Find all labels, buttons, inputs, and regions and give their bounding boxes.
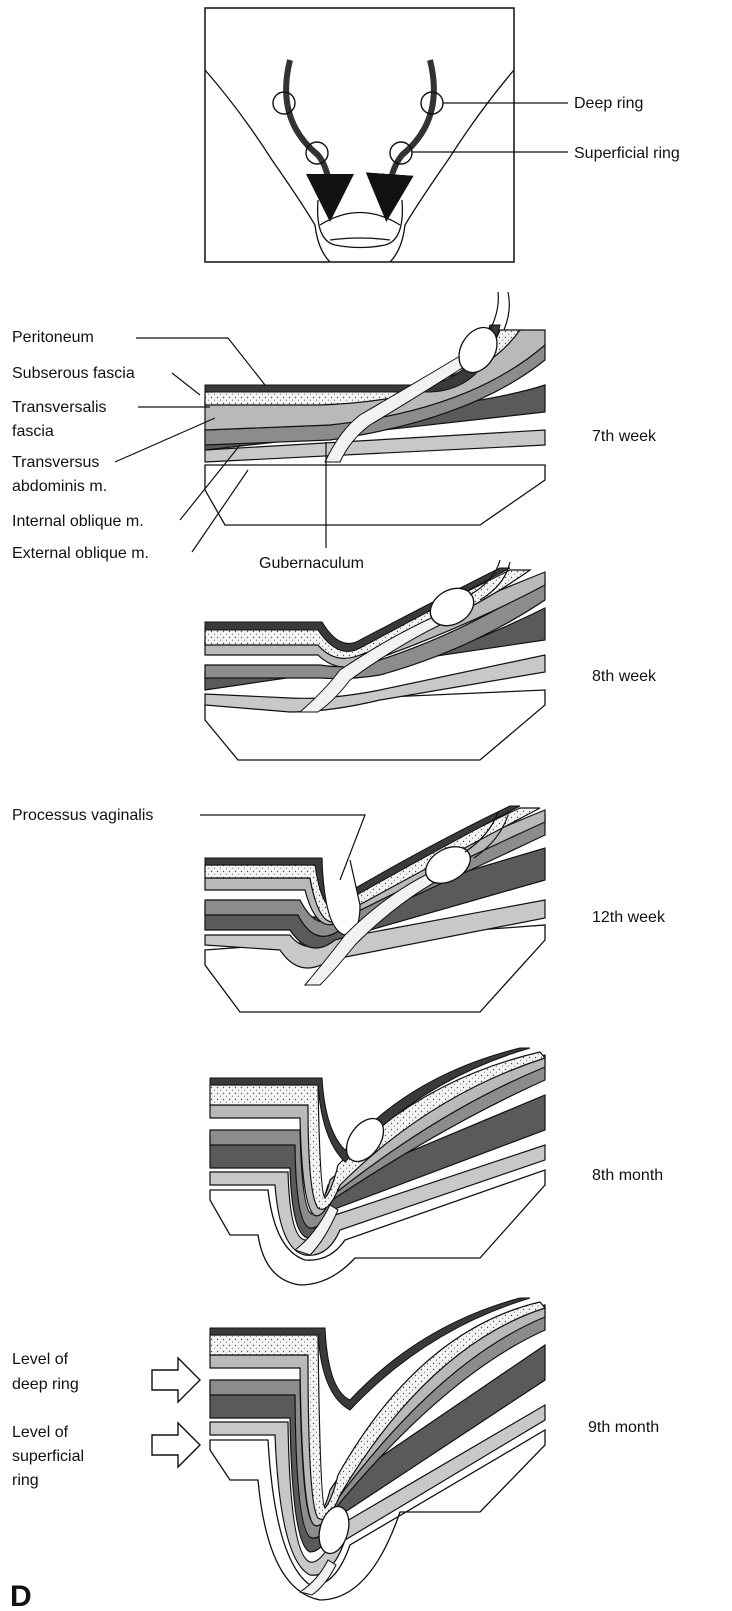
peritoneum-label: Peritoneum: [12, 329, 94, 346]
ring-level-markers: Level of deep ring Level of superficial …: [12, 1351, 200, 1489]
tissue-base-block: [205, 465, 545, 525]
stage-12th-week-diagram: [205, 806, 545, 1012]
processus-vaginalis-label: Processus vaginalis: [12, 807, 153, 824]
stage-label-8th-month: 8th month: [592, 1167, 663, 1184]
stage-label-8th-week: 8th week: [592, 668, 657, 685]
stage-9th-month-diagram: [210, 1298, 545, 1600]
transversalis-label-2: fascia: [12, 423, 54, 440]
deep-ring-level-label-1: Level of: [12, 1351, 69, 1368]
external-oblique-label: External oblique m.: [12, 545, 149, 562]
panel-letter: D: [10, 1580, 32, 1611]
transversus-leader: [115, 418, 215, 462]
superficial-ring-level-label-3: ring: [12, 1472, 39, 1489]
stage-7th-week-diagram: [205, 292, 545, 525]
overview-panel: Deep ring Superficial ring: [205, 8, 680, 262]
superficial-ring-label: Superficial ring: [574, 145, 680, 162]
stage-8th-month-diagram: [210, 1048, 545, 1285]
stage-label-12th-week: 12th week: [592, 909, 666, 926]
superficial-ring-level-label-1: Level of: [12, 1424, 69, 1441]
stage-8th-week-diagram: [205, 560, 545, 760]
internal-oblique-label: Internal oblique m.: [12, 513, 144, 530]
transversus-label-2: abdominis m.: [12, 478, 107, 495]
subserous-leader: [172, 373, 200, 395]
vas-cord: [490, 292, 509, 330]
deep-ring-label: Deep ring: [574, 95, 643, 112]
gubernaculum-label: Gubernaculum: [259, 555, 364, 572]
stage-label-7th-week: 7th week: [592, 428, 657, 445]
peritoneum-leader: [136, 338, 265, 385]
deep-ring-level-label-2: deep ring: [12, 1376, 79, 1393]
deep-ring-level-arrow-icon: [152, 1358, 200, 1402]
transversus-label-1: Transversus: [12, 454, 99, 471]
subserous-fascia-label: Subserous fascia: [12, 365, 135, 382]
superficial-ring-level-arrow-icon: [152, 1423, 200, 1467]
overview-frame: [205, 8, 514, 262]
stage-label-9th-month: 9th month: [588, 1419, 659, 1436]
superficial-ring-level-label-2: superficial: [12, 1448, 84, 1465]
transversalis-label-1: Transversalis: [12, 399, 107, 416]
